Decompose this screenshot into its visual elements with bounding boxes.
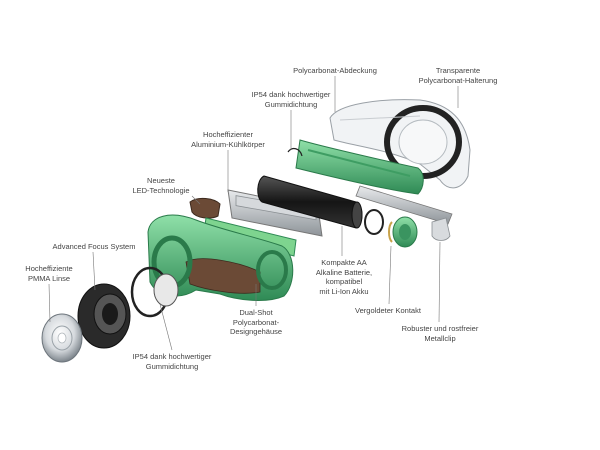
label-ip54-bottom: IP54 dank hochwertiger Gummidichtung <box>132 352 212 371</box>
label-heat-sink: Hocheffizienter Aluminium-Kühlkörper <box>191 130 265 149</box>
label-transparent-holder: Transparente Polycarbonat-Halterung <box>418 66 498 85</box>
label-pmma-lens: Hocheffiziente PMMA Linse <box>25 264 73 283</box>
label-metal-clip: Robuster und rostfreier Metallclip <box>401 324 479 343</box>
label-gold-contact: Vergoldeter Kontakt <box>355 306 421 315</box>
label-focus-system: Advanced Focus System <box>52 242 136 251</box>
label-battery: Kompakte AA Alkaline Batterie, kompatibe… <box>315 258 373 296</box>
label-polycarbonate-cover: Polycarbonat-Abdeckung <box>293 66 377 75</box>
gold-contact <box>388 216 418 248</box>
pmma-lens <box>41 313 83 363</box>
gasket-ring <box>364 209 384 235</box>
metal-clip <box>355 185 453 241</box>
label-led: Neueste LED-Technologie <box>132 176 190 195</box>
led-module <box>189 197 221 219</box>
focus-system <box>77 283 131 349</box>
label-ip54-top: IP54 dank hochwertiger Gummidichtung <box>251 90 331 109</box>
polycarbonate-cover <box>295 139 424 195</box>
transparent-holder <box>329 99 471 189</box>
label-housing: Dual-Shot Polycarbonat- Designgehäuse <box>229 308 283 336</box>
aa-battery <box>257 175 363 229</box>
seal-ring-bottom <box>130 266 179 318</box>
seal-ring-top <box>287 147 303 157</box>
leader-lines <box>48 76 459 351</box>
